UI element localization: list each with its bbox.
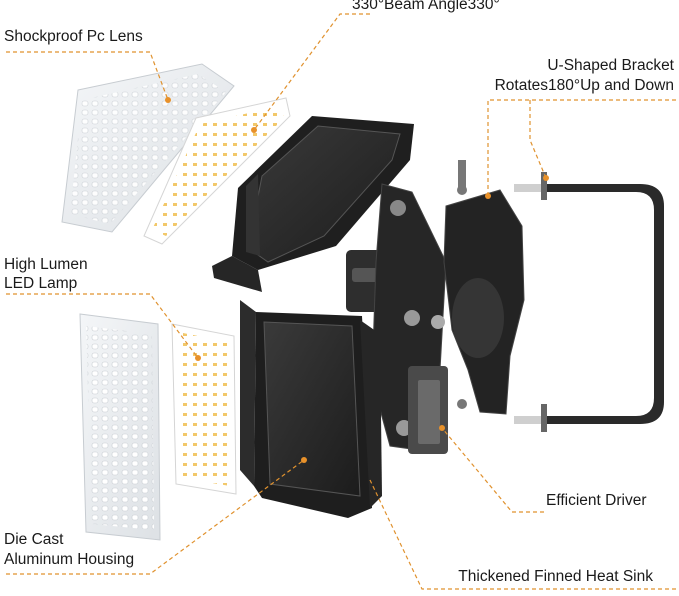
leader-dots [165,97,549,463]
upper-module [212,116,414,292]
bracket-plate [443,160,525,415]
bracket-label-line1: U-Shaped Bracket [547,57,674,74]
led-label-line2: LED Lamp [4,275,78,292]
lower-module [240,300,382,518]
bracket-label-line2: Rotates180°Up and Down [494,77,674,94]
driver-label: Efficient Driver [546,492,647,509]
lower-led-board [171,323,237,495]
led-label-line1: High Lumen [4,256,88,273]
lens-label: Shockproof Pc Lens [4,28,143,45]
driver-unit [408,366,448,454]
lower-lens [79,313,161,541]
heatsink-label: Thickened Finned Heat Sink [458,568,653,585]
housing-label-line2: Aluminum Housing [4,551,135,568]
upper-led-board [143,97,291,245]
beam-angle-label: 330°Beam Angle330° [352,0,500,13]
upper-lens [61,63,235,233]
u-bracket [514,172,664,432]
housing-label-line1: Die Cast [4,531,64,548]
leader-lines [6,13,676,590]
